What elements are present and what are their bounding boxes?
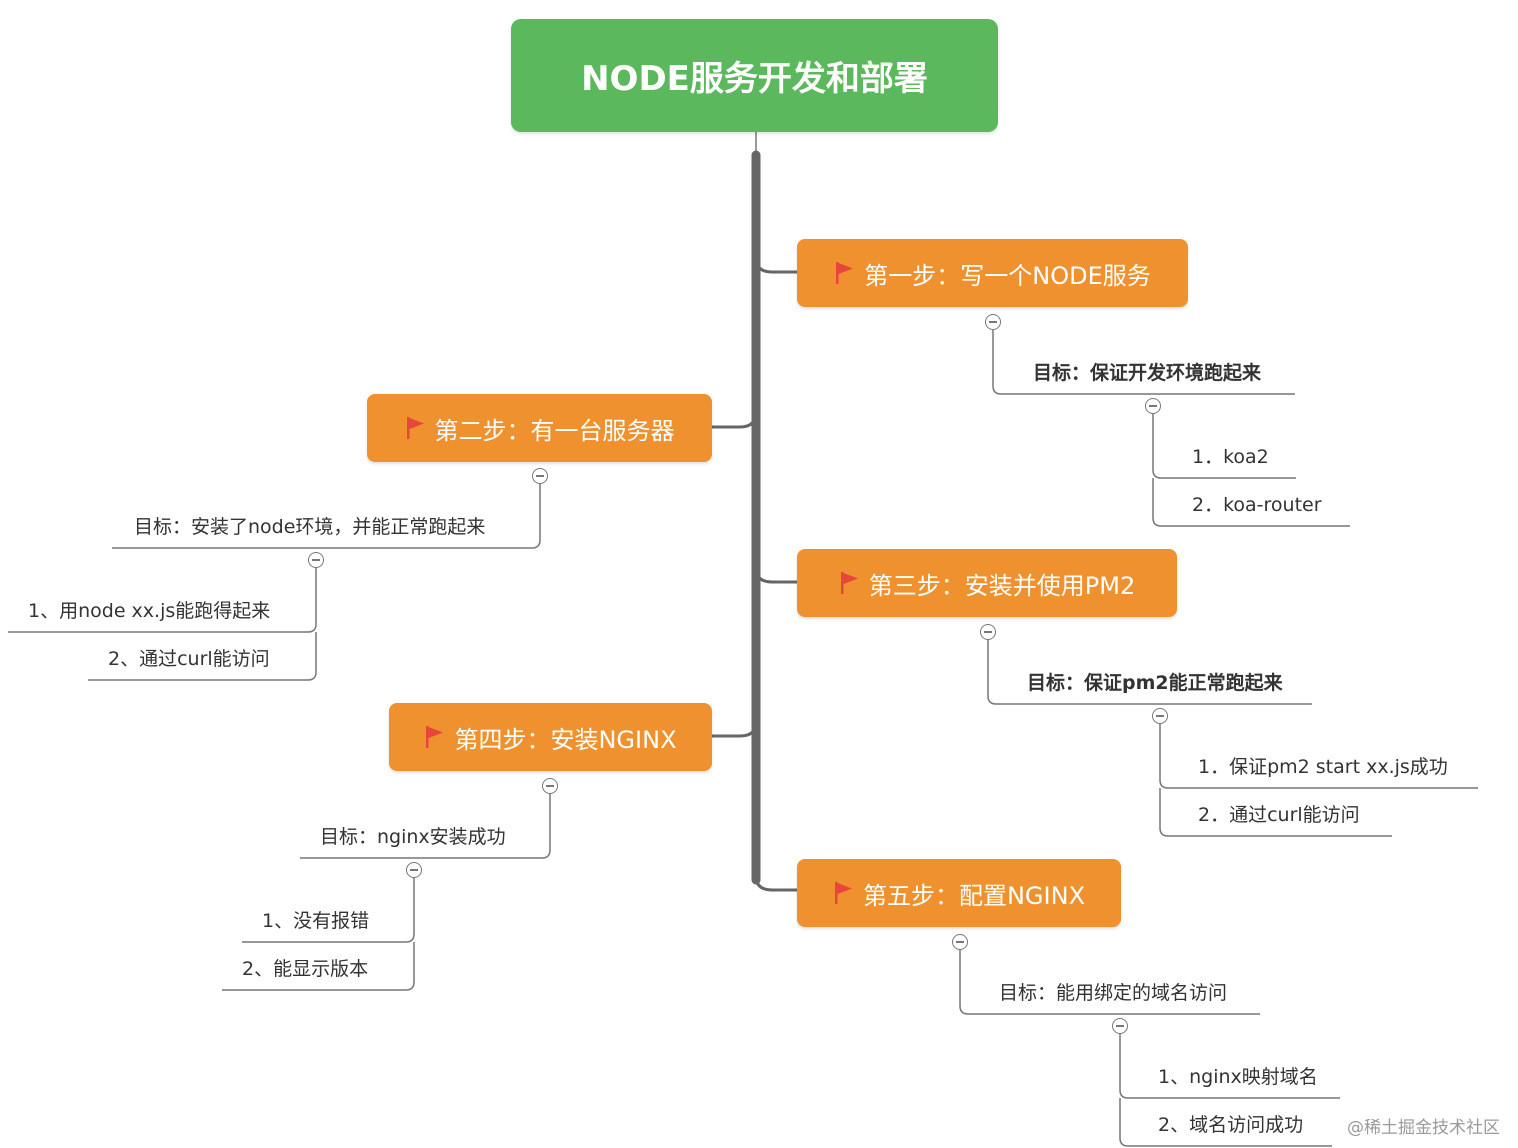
watermark: @稀土掘金技术社区 <box>1347 1118 1500 1138</box>
item-line-3b <box>1159 788 1392 837</box>
step-4-item-1[interactable]: 1、没有报错 <box>262 910 370 932</box>
step-4-node[interactable]: 第四步：安装NGINX <box>389 703 712 771</box>
step-2-item-2[interactable]: 2、通过curl能访问 <box>108 648 270 670</box>
branch-step-3 <box>754 567 797 584</box>
step-3-goal[interactable]: 目标：保证pm2能正常跑起来 <box>1027 672 1283 694</box>
step-1-goal[interactable]: 目标：保证开发环境跑起来 <box>1033 362 1262 384</box>
goal-line-2 <box>112 484 541 549</box>
step-2-item-1[interactable]: 1、用node xx.js能跑得起来 <box>28 600 271 622</box>
branch-step-4 <box>712 721 758 738</box>
item-line-5b <box>1119 1098 1332 1147</box>
step-2-node[interactable]: 第二步：有一台服务器 <box>367 394 712 462</box>
root-topic[interactable]: NODE服务开发和部署 <box>511 19 998 132</box>
collapse-minus-icon[interactable] <box>308 552 324 568</box>
item-line-5a <box>1119 1034 1340 1099</box>
collapse-minus-icon[interactable] <box>542 778 558 794</box>
goal-line-1 <box>992 330 1295 395</box>
step-1-item-2[interactable]: 2．koa-router <box>1192 494 1322 516</box>
step-4-item-2[interactable]: 2、能显示版本 <box>242 958 369 980</box>
step-4-title: 第四步：安装NGINX <box>454 725 677 754</box>
step-3-title: 第三步：安装并使用PM2 <box>868 571 1136 600</box>
goal-line-4 <box>300 794 551 859</box>
step-5-item-1[interactable]: 1、nginx映射域名 <box>1158 1066 1318 1088</box>
step-4-goal[interactable]: 目标：nginx安装成功 <box>320 826 506 848</box>
item-line-4b <box>222 942 415 991</box>
item-line-1a <box>1152 414 1296 479</box>
collapse-minus-icon[interactable] <box>1145 398 1161 414</box>
goal-line-5 <box>959 950 1260 1015</box>
collapse-minus-icon[interactable] <box>985 314 1001 330</box>
step-1-title: 第一步：写一个NODE服务 <box>864 261 1151 290</box>
step-1-node[interactable]: 第一步：写一个NODE服务 <box>797 239 1188 307</box>
step-1-item-1[interactable]: 1．koa2 <box>1192 446 1269 468</box>
branch-step-1 <box>754 257 797 274</box>
red-flag-icon <box>426 726 444 748</box>
red-flag-icon <box>836 262 854 284</box>
item-line-1b <box>1152 478 1350 527</box>
step-3-item-2[interactable]: 2．通过curl能访问 <box>1198 804 1360 826</box>
item-line-2a <box>8 568 317 633</box>
item-line-2b <box>88 632 317 681</box>
red-flag-icon <box>406 417 424 439</box>
item-line-4a <box>242 878 415 943</box>
collapse-minus-icon[interactable] <box>1112 1018 1128 1034</box>
branch-step-5 <box>754 875 797 892</box>
collapse-minus-icon[interactable] <box>1152 708 1168 724</box>
step-2-goal[interactable]: 目标：安装了node环境，并能正常跑起来 <box>134 516 486 538</box>
item-line-3a <box>1159 724 1478 789</box>
red-flag-icon <box>834 882 852 904</box>
red-flag-icon <box>840 572 858 594</box>
collapse-minus-icon[interactable] <box>532 468 548 484</box>
step-5-goal[interactable]: 目标：能用绑定的域名访问 <box>999 982 1228 1004</box>
step-5-item-2[interactable]: 2、域名访问成功 <box>1158 1114 1304 1136</box>
step-3-item-1[interactable]: 1．保证pm2 start xx.js成功 <box>1198 756 1448 778</box>
step-5-title: 第五步：配置NGINX <box>862 881 1086 910</box>
step-2-title: 第二步：有一台服务器 <box>434 416 675 445</box>
goal-line-3 <box>987 640 1312 705</box>
collapse-minus-icon[interactable] <box>406 862 422 878</box>
collapse-minus-icon[interactable] <box>952 934 968 950</box>
root-title: NODE服务开发和部署 <box>581 59 928 99</box>
collapse-minus-icon[interactable] <box>980 624 996 640</box>
branch-step-2 <box>712 411 758 429</box>
step-3-node[interactable]: 第三步：安装并使用PM2 <box>797 549 1177 617</box>
step-5-node[interactable]: 第五步：配置NGINX <box>797 859 1121 927</box>
